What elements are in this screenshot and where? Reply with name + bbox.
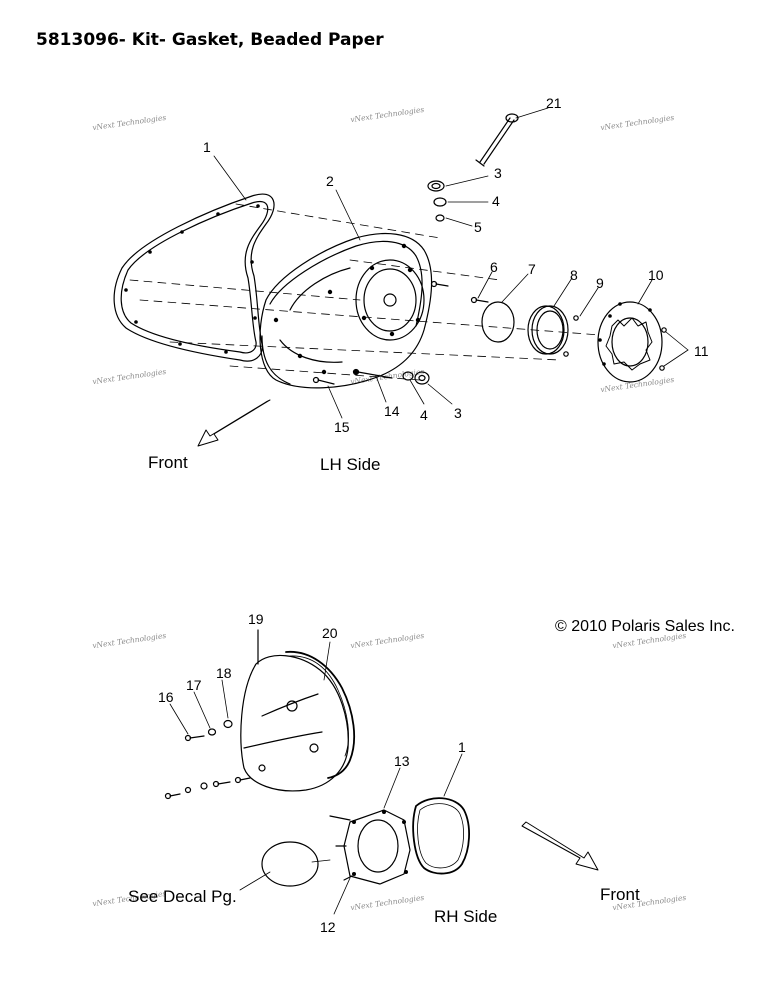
callout-14: 14 [384, 403, 400, 419]
callout-13: 13 [394, 753, 410, 769]
callout-4-lower: 4 [420, 407, 428, 423]
callout-18: 18 [216, 665, 232, 681]
seal-part-3-lower [414, 371, 430, 385]
seal-part-18 [223, 719, 233, 729]
decal-disc [261, 841, 319, 887]
clutch-cover-part-2 [259, 232, 433, 389]
primary-cover-part-19 [240, 629, 349, 792]
front-label-bottom: Front [600, 885, 640, 904]
callout-10: 10 [648, 267, 664, 283]
bushing-part-17 [207, 728, 217, 736]
callout-19: 19 [248, 611, 264, 627]
see-decal-label: See Decal Pg. [128, 887, 237, 906]
screw-row-lower-left [164, 776, 251, 800]
copyright-notice: © 2010 Polaris Sales Inc. [555, 618, 735, 635]
plug-part-5 [435, 214, 445, 222]
screw-part-6 [430, 280, 489, 304]
front-arrow-bottom [521, 821, 599, 871]
cover-plate-part-13 [329, 809, 411, 885]
callout-8: 8 [570, 267, 578, 283]
screw-part-16 [184, 734, 205, 742]
callout-11: 11 [694, 343, 709, 359]
rh-side-label: RH Side [434, 907, 498, 926]
seal-part-3 [427, 180, 445, 192]
gasket-part-1 [113, 193, 275, 362]
callout-1: 1 [203, 139, 211, 155]
callout-7: 7 [528, 261, 536, 277]
bolt-part-14 [352, 368, 393, 379]
front-arrow-top [197, 399, 271, 447]
callout-1-bottom: 1 [458, 739, 466, 755]
gasket-part-1-bottom [412, 797, 470, 875]
derby-cover-part-10 [597, 301, 663, 383]
leader-lines-bottom [169, 641, 463, 915]
callout-5: 5 [474, 219, 482, 235]
front-label-top: Front [148, 453, 188, 472]
callout-12: 12 [320, 919, 336, 935]
callout-16: 16 [158, 689, 174, 705]
callout-21: 21 [546, 95, 562, 111]
bushing-part-4-lower [402, 371, 414, 381]
page-title: 5813096- Kit- Gasket, Beaded Paper [36, 30, 384, 50]
bushing-part-4 [433, 197, 447, 207]
callout-9: 9 [596, 275, 604, 291]
callout-20: 20 [322, 625, 338, 641]
o-ring-part-7 [481, 301, 515, 343]
callout-17: 17 [186, 677, 202, 693]
inspection-cover-part-8 [527, 305, 569, 355]
callout-15: 15 [334, 419, 350, 435]
callout-4: 4 [492, 193, 500, 209]
bolt-part-15 [312, 376, 335, 385]
callout-2: 2 [326, 173, 334, 189]
callout-3: 3 [494, 165, 502, 181]
screw-part-11 [659, 327, 667, 371]
callout-6: 6 [490, 259, 498, 275]
gasket-part-20 [285, 651, 356, 779]
leader-lines-top [213, 107, 689, 419]
callout-3-lower: 3 [454, 405, 462, 421]
lh-side-label: LH Side [320, 455, 381, 474]
shaft-part-21 [475, 113, 519, 167]
screw-part-9 [563, 315, 579, 357]
